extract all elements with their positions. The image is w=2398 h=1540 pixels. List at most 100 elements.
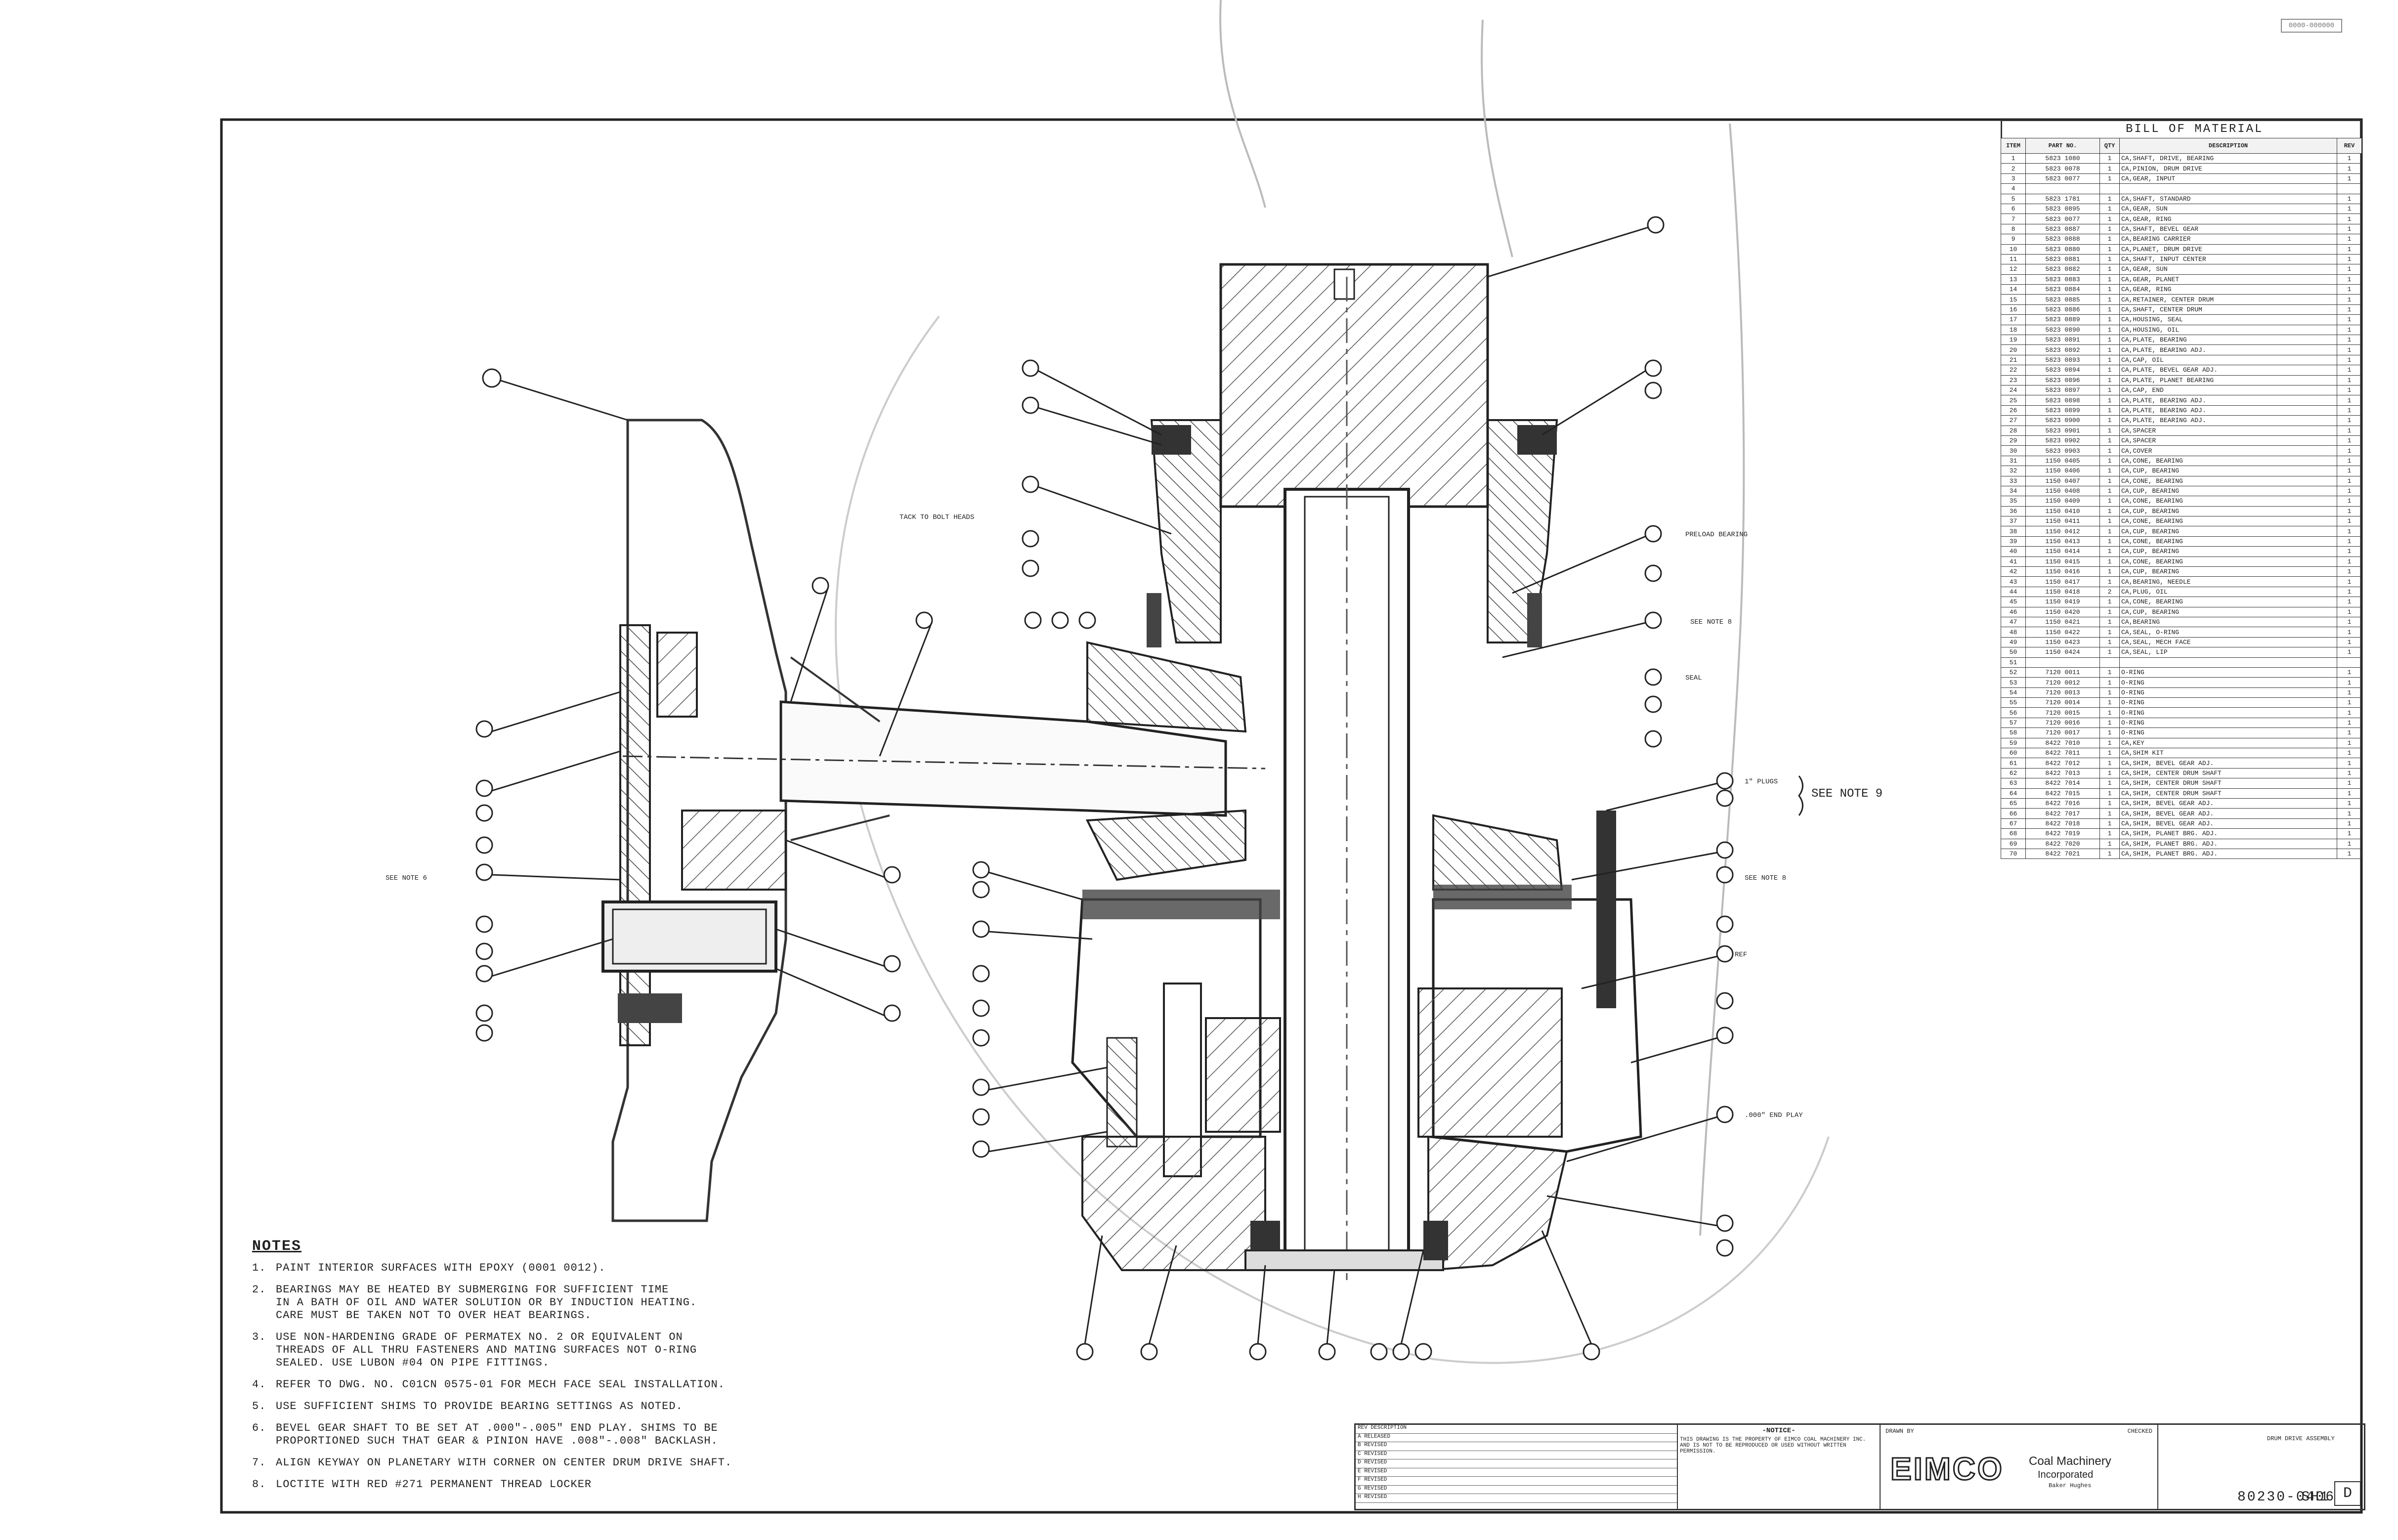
bom-cell: 1150 0416 <box>2025 566 2100 577</box>
bom-cell: 58 <box>2001 727 2026 738</box>
bom-cell: 5823 0891 <box>2025 335 2100 345</box>
bevel-gear <box>1086 641 1247 733</box>
bom-cell: 35 <box>2001 496 2026 507</box>
bom-cell: 1150 0422 <box>2025 627 2100 638</box>
note-number: 1. <box>252 1262 266 1274</box>
bom-cell: 1 <box>2337 516 2362 527</box>
bom-cell: 1 <box>2337 466 2362 476</box>
bom-cell: 1 <box>2337 375 2362 385</box>
bom-cell: CA,SHIM, CENTER DRUM SHAFT <box>2119 768 2337 779</box>
bom-cell: 1150 0419 <box>2025 597 2100 607</box>
bom-cell <box>2025 183 2100 194</box>
bom-cell: CA,CUP, BEARING <box>2119 506 2337 517</box>
bom-cell: 1 <box>2099 294 2120 305</box>
bom-cell: 1 <box>2099 758 2120 769</box>
bom-cell: 1 <box>2337 244 2362 255</box>
bom-cell: 19 <box>2001 335 2026 345</box>
bom-cell: 52 <box>2001 667 2026 678</box>
bom-cell: 1 <box>2337 758 2362 769</box>
bom-cell: 54 <box>2001 687 2026 698</box>
bom-cell: 1 <box>2099 244 2120 255</box>
note-number: 5. <box>252 1400 266 1412</box>
bom-cell: 1150 0415 <box>2025 556 2100 567</box>
bom-cell: 8422 7019 <box>2025 828 2100 839</box>
bom-cell: 1 <box>2337 768 2362 779</box>
sheet-number: SH1 <box>2301 1490 2329 1505</box>
bom-cell: 1 <box>2099 485 2120 497</box>
bom-cell: 47 <box>2001 616 2026 628</box>
bom-cell: 1 <box>2099 173 2120 184</box>
note-text: REFER TO DWG. NO. C01CN 0575-01 FOR MECH… <box>276 1378 725 1391</box>
bom-cell: 5823 0898 <box>2025 395 2100 406</box>
revision-row: REV DESCRIPTION <box>1356 1425 1677 1434</box>
bom-cell: 1 <box>2099 677 2120 688</box>
bom-cell: 1 <box>2099 344 2120 355</box>
bom-cell: CA,SHIM, BEVEL GEAR ADJ. <box>2119 758 2337 769</box>
bom-cell: 8422 7010 <box>2025 737 2100 749</box>
bom-header-cell: DESCRIPTION <box>2119 138 2337 154</box>
note-item: 1.PAINT INTERIOR SURFACES WITH EPOXY (00… <box>252 1262 1339 1275</box>
bom-cell: 1 <box>2337 566 2362 577</box>
bom-cell: CA,GEAR, SUN <box>2119 203 2337 214</box>
bom-cell: 1 <box>2337 556 2362 567</box>
bom-cell: CA,CUP, BEARING <box>2119 606 2337 617</box>
bom-cell: 1 <box>2099 203 2120 214</box>
bom-cell: 1150 0423 <box>2025 637 2100 648</box>
bom-cell: 1 <box>2337 788 2362 799</box>
drawing-info: DRUM DRIVE ASSEMBLY 80230-0406 SH1 D <box>2158 1425 2364 1509</box>
bom-cell: 1 <box>2337 455 2362 467</box>
revision-row: B REVISED <box>1356 1442 1677 1451</box>
bom-cell: O-RING <box>2119 717 2337 728</box>
bom-cell: 5823 1080 <box>2025 153 2100 164</box>
bom-cell: 5823 0889 <box>2025 314 2100 325</box>
callout-see-note-8b: SEE NOTE 8 <box>1745 874 1786 882</box>
company-name-3: Baker Hughes <box>2049 1482 2092 1489</box>
bom-cell: 1 <box>2337 536 2362 547</box>
bom-header-cell: QTY <box>2099 138 2120 154</box>
bom-cell: 20 <box>2001 344 2026 355</box>
planet-block-right <box>1417 987 1563 1138</box>
bom-cell: 1 <box>2337 344 2362 355</box>
bom-cell: 1 <box>2337 576 2362 587</box>
bom-cell: 1150 0418 <box>2025 586 2100 598</box>
bom-cell: 1 <box>2337 475 2362 486</box>
bom-cell: 37 <box>2001 516 2026 527</box>
bom-cell: 1 <box>2337 597 2362 607</box>
note-text: BEVEL GEAR SHAFT TO BE SET AT .000"-.005… <box>276 1422 718 1447</box>
bom-cell <box>2119 183 2337 194</box>
bom-cell: 38 <box>2001 526 2026 537</box>
bom-cell: 4 <box>2001 183 2026 194</box>
bom-cell: O-RING <box>2119 677 2337 688</box>
upper-left-bearing-housing <box>1150 419 1222 643</box>
carrier-base-right <box>1427 1135 1568 1272</box>
bom-cell: 5823 0078 <box>2025 163 2100 174</box>
bom-cell: 1150 0408 <box>2025 485 2100 497</box>
bom-cell: 1 <box>2337 647 2362 658</box>
carrier-base <box>1081 1136 1266 1271</box>
bom-cell: 1 <box>2099 284 2120 295</box>
bom-cell: CA,KEY <box>2119 737 2337 749</box>
bom-cell: 1 <box>2099 354 2120 366</box>
bom-cell: CA,GEAR, RING <box>2119 284 2337 295</box>
bom-cell: CA,SHIM, PLANET BRG. ADJ. <box>2119 848 2337 859</box>
bom-cell: 46 <box>2001 606 2026 617</box>
brand-logo: EIMCO <box>1890 1451 2004 1488</box>
note-item: 2.BEARINGS MAY BE HEATED BY SUBMERGING F… <box>252 1283 1339 1322</box>
bom-cell: 1 <box>2099 516 2120 527</box>
drawn-label: DRAWN BY <box>1885 1428 1914 1435</box>
bom-cell: CA,CONE, BEARING <box>2119 475 2337 486</box>
bom-cell: CA,SHAFT, STANDARD <box>2119 193 2337 204</box>
